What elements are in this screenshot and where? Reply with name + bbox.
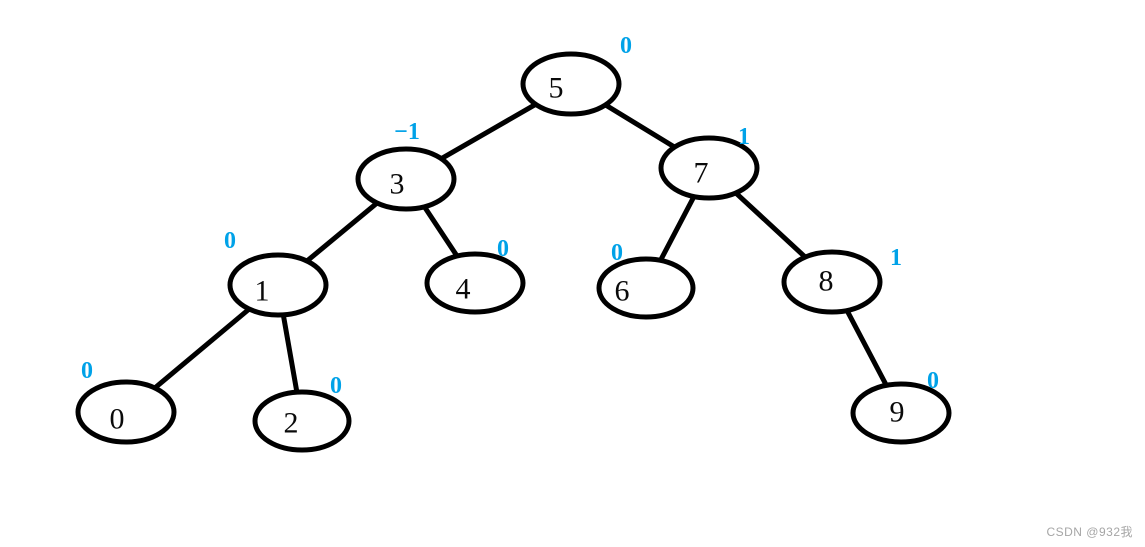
node-ellipse [227,252,329,318]
node-ellipse [850,381,952,445]
balance-factor-label: −1 [394,119,420,145]
node-value: 4 [456,273,471,306]
tree-node-2: 20 [252,373,352,453]
node-value: 6 [615,275,630,308]
node-ellipse [781,249,883,315]
node-value: 7 [694,157,709,190]
balance-factor-label: 0 [611,240,623,266]
node-ellipse [355,146,457,212]
tree-edge-3-4 [421,204,460,259]
tree-node-5: 50 [520,33,632,117]
balance-factor-label: 0 [330,373,342,399]
node-value: 8 [819,265,834,298]
node-value: 2 [284,407,299,440]
node-ellipse [520,51,622,117]
node-value: 0 [110,403,125,436]
tree-edge-7-8 [733,190,808,260]
tree-edge-3-1 [304,200,380,264]
tree-node-1: 10 [224,228,329,318]
tree-node-8: 81 [781,245,902,315]
node-value: 9 [890,396,905,429]
balance-factor-label: 0 [620,33,632,59]
tree-edge-1-2 [280,312,300,395]
node-ellipse [658,135,760,201]
balance-factor-label: 0 [81,358,93,384]
node-ellipse [424,251,526,315]
tree-edge-5-7 [602,102,678,150]
tree-node-0: 00 [75,358,177,445]
node-value: 5 [549,72,564,105]
node-ellipse [75,379,177,445]
node-ellipse [252,389,352,453]
tree-edge-1-0 [152,306,252,391]
tree-node-9: 90 [850,368,952,445]
node-value: 3 [390,168,405,201]
tree-edge-5-3 [438,101,539,162]
balance-factor-label: 0 [224,228,236,254]
node-ellipse [596,256,696,320]
tree-node-7: 71 [658,124,760,201]
balance-factor-label: 1 [738,124,750,150]
balance-factor-label: 1 [890,245,902,271]
watermark: CSDN @932我 [1046,525,1133,539]
balance-factor-label: 0 [497,236,509,262]
balance-factor-label: 0 [927,368,939,394]
tree-node-6: 60 [596,240,696,320]
tree-node-3: 3 −1 [355,119,457,212]
node-value: 1 [255,275,270,308]
tree-edge-7-6 [658,194,697,263]
tree-node-4: 40 [424,236,526,315]
tree-edge-8-9 [844,308,889,388]
